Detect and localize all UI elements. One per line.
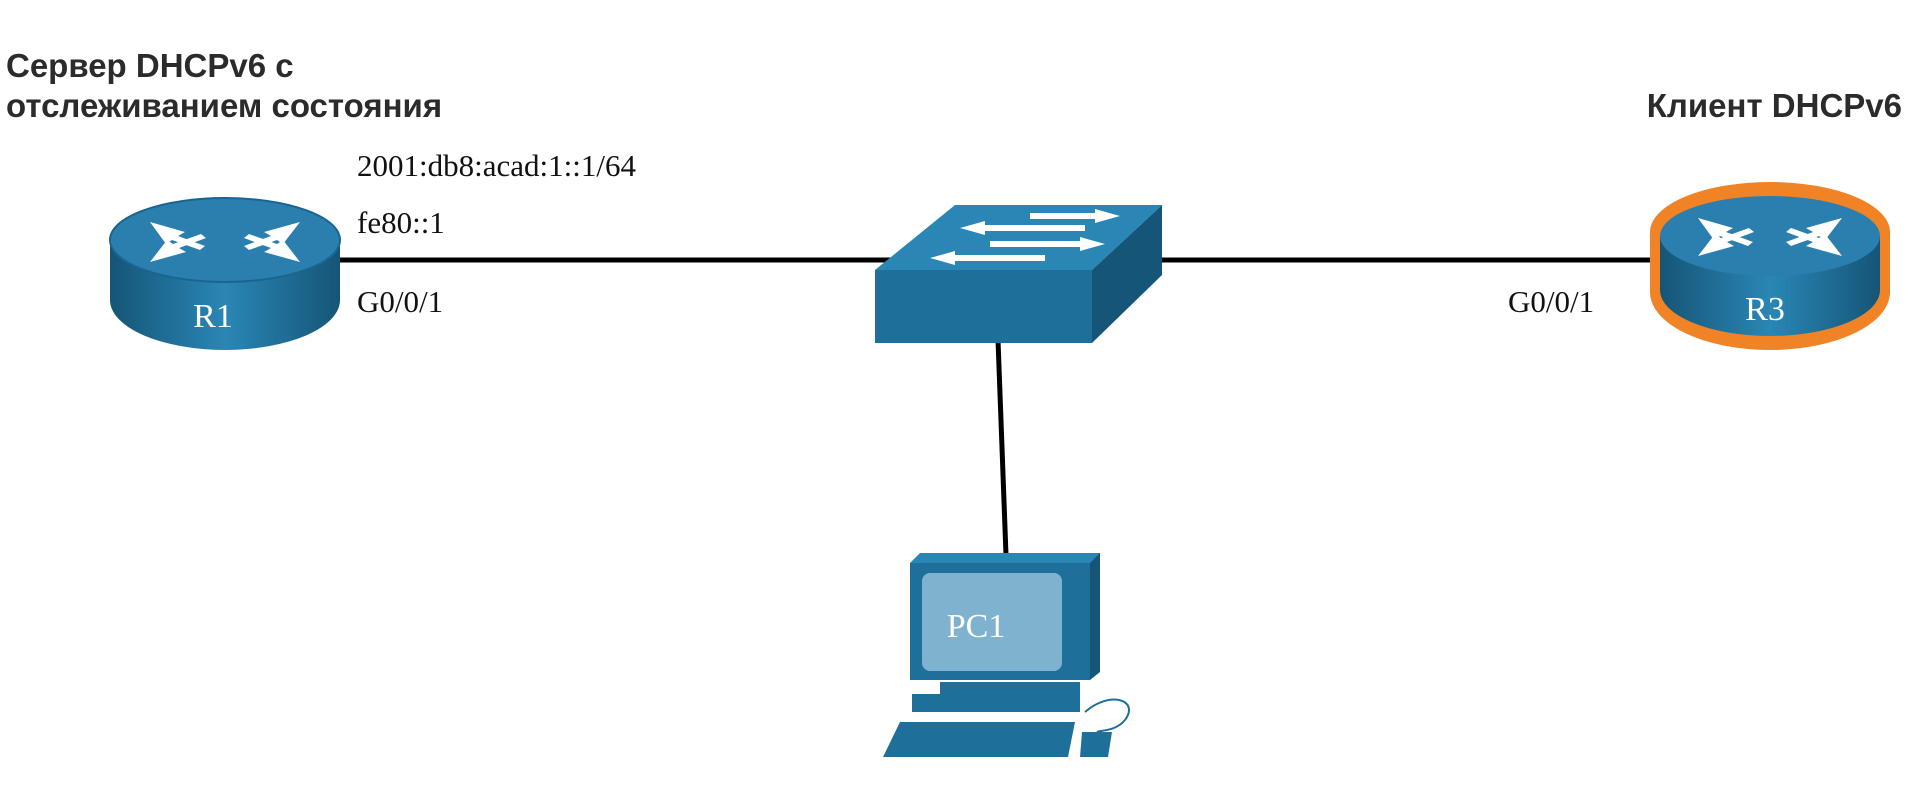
- router-r3[interactable]: R3: [1650, 182, 1890, 350]
- server-caption-line-2: отслеживанием состояния: [6, 87, 442, 124]
- switch[interactable]: [875, 205, 1162, 343]
- r1-link-local-address: fe80::1: [357, 205, 445, 240]
- switch-icon: [875, 205, 1162, 343]
- router-r3-label: R3: [1745, 291, 1785, 328]
- server-caption-line-1: Сервер DHCPv6 с: [6, 47, 294, 84]
- pc-pc1[interactable]: PC1: [883, 553, 1130, 757]
- router-r1-label: R1: [193, 298, 233, 335]
- link-switch-pc1: [995, 339, 1009, 556]
- r1-port-label: G0/0/1: [357, 284, 443, 319]
- client-caption: Клиент DHCPv6: [1647, 87, 1902, 124]
- computer-icon: [883, 553, 1130, 757]
- router-icon: [109, 197, 341, 350]
- r3-port-label: G0/0/1: [1508, 284, 1594, 319]
- r1-ipv6-address: 2001:db8:acad:1::1/64: [357, 148, 636, 183]
- pc1-label: PC1: [947, 608, 1006, 645]
- router-r1[interactable]: R1: [109, 197, 341, 350]
- router-icon: [1650, 182, 1890, 350]
